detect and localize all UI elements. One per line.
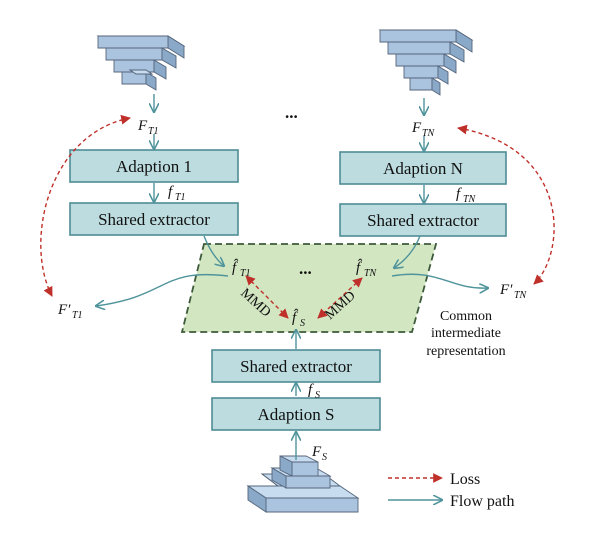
svg-text:T1: T1 xyxy=(175,192,186,203)
adaption-n-label: Adaption N xyxy=(383,159,463,178)
symbol-fhat-TN: f̂ TN xyxy=(356,259,378,279)
symbol-fhat-T1: f̂ T1 xyxy=(232,259,251,279)
ellipsis-mid: ... xyxy=(299,259,312,278)
legend: Loss Flow path xyxy=(388,471,514,510)
adaption-s-label: Adaption S xyxy=(258,405,335,424)
symbol-f-T1: f T1 xyxy=(168,184,186,203)
svg-text:f: f xyxy=(168,184,174,200)
target-n-input-icon xyxy=(378,29,474,96)
legend-loss-label: Loss xyxy=(450,471,480,488)
symbol-Fprime-TN: F′ TN xyxy=(499,282,528,301)
adaption-n-box: Adaption N xyxy=(339,151,507,185)
svg-text:representation: representation xyxy=(426,344,505,359)
mmd-loss-arrow xyxy=(317,277,363,319)
flow-arrow xyxy=(96,273,229,306)
common-representation-label: Common intermediate representation xyxy=(426,309,505,359)
symbol-F-TN: F TN xyxy=(411,120,436,139)
shared-extractor-1-box: Shared extractor xyxy=(69,202,239,236)
svg-text:T1: T1 xyxy=(148,126,159,137)
shared-extractor-1-label: Shared extractor xyxy=(98,210,210,229)
svg-text:f̂: f̂ xyxy=(356,259,363,276)
svg-text:TN: TN xyxy=(364,268,378,279)
svg-text:f̂: f̂ xyxy=(232,259,239,276)
legend-flow-label: Flow path xyxy=(450,493,514,510)
symbol-f-S: f S xyxy=(308,382,320,401)
flow-arrow xyxy=(394,235,421,268)
svg-text:TN: TN xyxy=(422,128,436,139)
shared-extractor-s-box: Shared extractor xyxy=(211,349,381,383)
symbol-F-S: F S xyxy=(311,444,327,463)
svg-text:TN: TN xyxy=(514,290,528,301)
svg-text:S: S xyxy=(322,452,327,463)
svg-text:F′: F′ xyxy=(57,302,71,318)
svg-text:S: S xyxy=(315,390,320,401)
mmd-loss-arrow xyxy=(245,275,289,319)
source-input-icon xyxy=(246,455,360,513)
shared-extractor-s-label: Shared extractor xyxy=(240,357,352,376)
symbol-f-TN: f TN xyxy=(456,186,477,205)
svg-text:intermediate: intermediate xyxy=(431,326,501,341)
ellipsis-top: ... xyxy=(285,103,298,122)
svg-text:F: F xyxy=(411,120,422,136)
shared-extractor-n-label: Shared extractor xyxy=(367,211,479,230)
svg-text:f: f xyxy=(456,186,462,202)
svg-text:f̂: f̂ xyxy=(292,309,299,326)
svg-text:T1: T1 xyxy=(72,310,83,321)
shared-extractor-n-box: Shared extractor xyxy=(339,203,507,237)
svg-text:f: f xyxy=(308,382,314,398)
svg-text:F: F xyxy=(311,444,322,460)
symbol-Fprime-T1: F′ T1 xyxy=(57,302,83,321)
flow-arrow xyxy=(203,235,224,266)
symbol-F-T1: F T1 xyxy=(137,118,159,137)
svg-text:TN: TN xyxy=(463,194,477,205)
svg-text:Common: Common xyxy=(440,309,492,324)
flow-arrow xyxy=(391,273,488,288)
adaption-s-box: Adaption S xyxy=(211,397,381,431)
adaption-1-box: Adaption 1 xyxy=(69,149,239,183)
svg-text:F: F xyxy=(137,118,148,134)
svg-text:S: S xyxy=(300,318,305,329)
symbol-fhat-S: f̂ S xyxy=(292,309,305,329)
svg-text:T1: T1 xyxy=(240,268,251,279)
loss-arrow xyxy=(40,114,131,297)
common-representation-region xyxy=(180,243,438,333)
adaption-1-label: Adaption 1 xyxy=(116,157,192,176)
svg-text:F′: F′ xyxy=(499,282,513,298)
target-1-input-icon xyxy=(96,35,186,91)
